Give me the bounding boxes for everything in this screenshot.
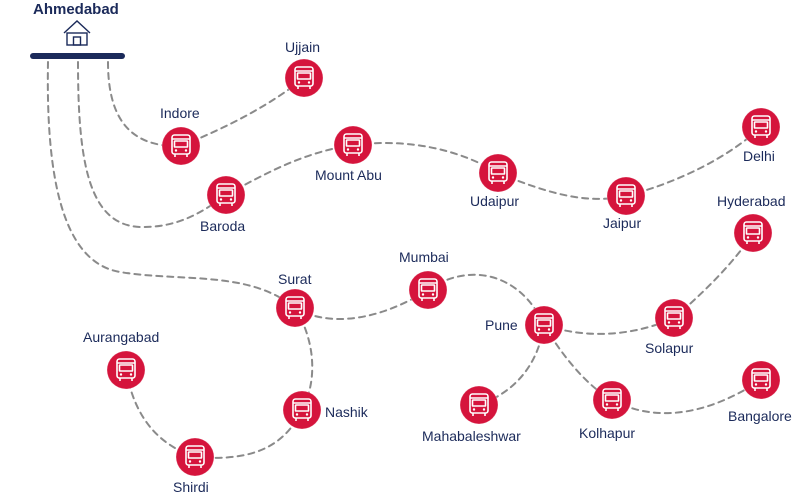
stop-nashik[interactable] (282, 390, 322, 430)
bus-icon (751, 368, 771, 391)
route-ahmedabad-surat (46, 61, 296, 309)
city-label-delhi: Delhi (743, 148, 775, 164)
stop-udaipur[interactable] (478, 153, 518, 193)
stop-aurangabad[interactable] (106, 350, 146, 390)
city-label-jaipur: Jaipur (603, 215, 642, 231)
stop-bangalore[interactable] (741, 360, 781, 400)
hub-title: Ahmedabad (33, 1, 119, 18)
city-label-baroda: Baroda (200, 218, 246, 234)
bus-icon (343, 133, 363, 156)
bus-icon (469, 393, 489, 416)
city-label-shirdi: Shirdi (173, 479, 209, 495)
stop-mount-abu[interactable] (333, 125, 373, 165)
bus-icon (292, 398, 312, 421)
bus-icon (418, 278, 438, 301)
city-label-mumbai: Mumbai (399, 249, 449, 265)
bus-icon (743, 221, 763, 244)
city-label-mount-abu: Mount Abu (315, 167, 382, 183)
city-label-mahabaleshwar: Mahabaleshwar (422, 428, 521, 444)
stop-delhi[interactable] (741, 107, 781, 147)
route-surat-mumbai (294, 289, 429, 320)
city-label-surat: Surat (278, 271, 312, 287)
stop-mumbai[interactable] (408, 270, 448, 310)
bus-icon (171, 134, 191, 157)
city-label-kolhapur: Kolhapur (579, 425, 636, 441)
stop-mahabaleshwar[interactable] (459, 385, 499, 425)
bus-icon (602, 388, 622, 411)
city-label-udaipur: Udaipur (470, 193, 520, 209)
route-ahmedabad-baroda (77, 61, 227, 229)
bus-icon (185, 445, 205, 468)
stop-ujjain[interactable] (284, 58, 324, 98)
bus-icon (616, 184, 636, 207)
stop-indore[interactable] (161, 126, 201, 166)
stop-jaipur[interactable] (606, 176, 646, 216)
stop-pune[interactable] (524, 305, 564, 345)
bus-icon (285, 296, 305, 319)
route-pune-solapur (543, 317, 675, 335)
bus-icon (488, 161, 508, 184)
home-icon (63, 20, 91, 46)
stop-markers (106, 58, 781, 477)
stop-kolhapur[interactable] (592, 380, 632, 420)
city-label-nashik: Nashik (325, 404, 368, 420)
city-label-hyderabad: Hyderabad (717, 193, 786, 209)
city-label-solapur: Solapur (645, 340, 694, 356)
bus-icon (216, 183, 236, 206)
hub-marker (30, 20, 125, 59)
route-jaipur-delhi (625, 126, 762, 197)
stop-surat[interactable] (275, 288, 315, 328)
bus-icon (294, 66, 314, 89)
bus-icon (116, 358, 136, 381)
city-label-pune: Pune (485, 317, 518, 333)
bus-icon (534, 313, 554, 336)
stop-solapur[interactable] (654, 298, 694, 338)
stop-baroda[interactable] (206, 175, 246, 215)
bus-icon (751, 115, 771, 138)
city-label-aurangabad: Aurangabad (83, 329, 160, 345)
city-label-indore: Indore (160, 105, 200, 121)
city-label-ujjain: Ujjain (285, 39, 321, 55)
city-label-bangalore: Bangalore (728, 408, 792, 424)
stop-hyderabad[interactable] (733, 213, 773, 253)
stop-shirdi[interactable] (175, 437, 215, 477)
bus-icon (664, 306, 684, 329)
